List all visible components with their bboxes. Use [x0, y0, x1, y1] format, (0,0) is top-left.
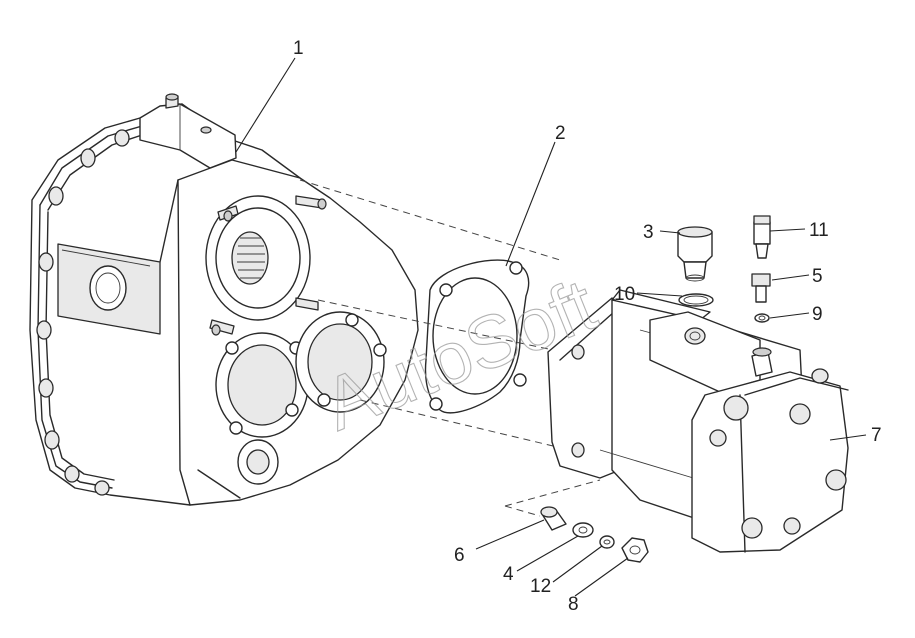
fitting: [677, 226, 713, 282]
callout-8: 8: [568, 594, 579, 615]
callout-6: 6: [454, 545, 465, 566]
lock-washer: [599, 535, 615, 549]
callout-4: 4: [503, 564, 514, 585]
washer-small: [754, 313, 770, 323]
callout-2: 2: [555, 123, 566, 144]
washer: [572, 522, 594, 538]
gasket: [424, 259, 530, 414]
sensor: [753, 215, 771, 259]
callout-11: 11: [809, 220, 829, 241]
callout-5: 5: [812, 266, 823, 287]
o-ring: [678, 293, 714, 307]
callout-3: 3: [643, 222, 654, 243]
callouts: 1 2 3 11 5 10 9 7 6 4 12 8: [293, 38, 882, 615]
callout-7: 7: [871, 425, 882, 446]
adapter: [751, 273, 771, 303]
spacer-sleeve: [540, 506, 567, 531]
gearbox-housing: [29, 93, 419, 506]
callout-10: 10: [614, 284, 635, 305]
hydraulic-pump: [547, 289, 849, 553]
leader-lines: [235, 57, 867, 597]
callout-12: 12: [530, 576, 551, 597]
callout-1: 1: [293, 38, 304, 59]
callout-9: 9: [812, 304, 823, 325]
nut: [621, 537, 649, 563]
